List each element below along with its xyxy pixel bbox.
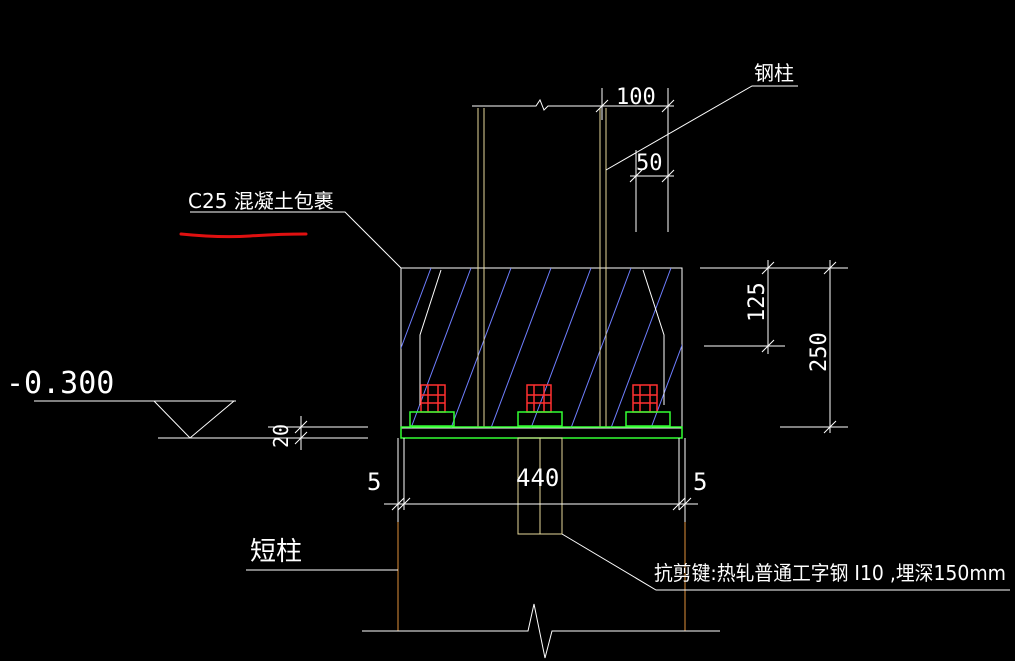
dimension-bottom — [384, 438, 698, 522]
anchor-bolts — [420, 384, 658, 413]
shear-key-label: 抗剪键:热轧普通工字钢 I10 ,埋深150mm — [654, 561, 1006, 585]
encasement-rebar — [419, 269, 665, 405]
encasement-hatch — [401, 268, 682, 428]
dimension-50: 50 — [636, 151, 663, 176]
dimension-125: 125 — [745, 282, 770, 322]
red-underline — [179, 232, 308, 239]
dimension-20 — [268, 416, 368, 450]
dimension-right — [700, 260, 848, 434]
short-column-label: 短柱 — [250, 537, 302, 567]
steel-column — [477, 108, 607, 428]
column-break-line — [472, 98, 612, 111]
bottom-break-line — [362, 603, 720, 659]
dimension-250: 250 — [807, 332, 832, 372]
shear-key — [517, 437, 563, 535]
dimension-440: 440 — [516, 464, 559, 492]
elevation-label: -0.300 — [6, 366, 114, 401]
dimension-5-left: 5 — [367, 468, 381, 496]
steel-column-leader — [605, 85, 798, 171]
dimension-100: 100 — [616, 85, 656, 110]
dimension-5-right: 5 — [693, 468, 707, 496]
dimension-20-text: 20 — [269, 424, 293, 448]
elevation-marker — [34, 400, 368, 439]
concrete-encasement-label: C25 混凝土包裹 — [188, 189, 334, 213]
dimension-top — [595, 88, 675, 232]
concrete-leader — [190, 211, 402, 269]
base-plate — [400, 411, 683, 439]
shear-key-leader — [561, 533, 1010, 591]
steel-column-label: 钢柱 — [754, 61, 794, 85]
